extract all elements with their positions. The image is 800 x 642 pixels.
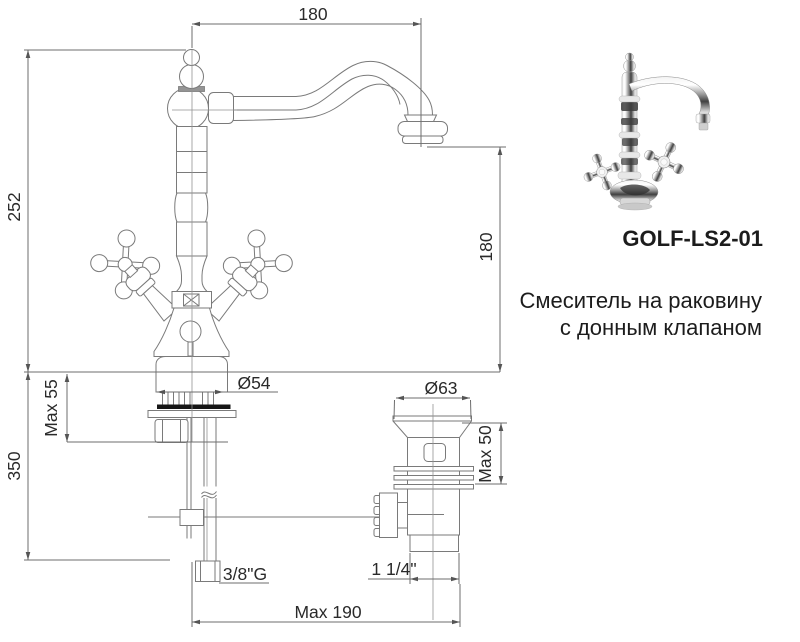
photo-column-band bbox=[622, 138, 638, 146]
product-description-line1: Смеситель на раковину bbox=[519, 288, 762, 313]
photo-spout-end-nut bbox=[695, 113, 711, 124]
dim-label-rod-reach: Max 190 bbox=[294, 602, 361, 622]
supply-connector bbox=[195, 560, 221, 582]
centerlines bbox=[172, 50, 434, 620]
drain-ring bbox=[393, 475, 474, 481]
spout-outlet-lip bbox=[402, 135, 444, 144]
dim-label-spout-outlet-height: 180 bbox=[476, 232, 496, 261]
collar-x-mark bbox=[183, 293, 200, 307]
finial-ball bbox=[179, 64, 204, 89]
hub-collar bbox=[208, 92, 234, 124]
handle-neck bbox=[244, 264, 259, 279]
pop-up-knob bbox=[179, 320, 202, 343]
hub-ball bbox=[167, 87, 209, 130]
handle-right bbox=[204, 229, 293, 322]
pop-up-knob-stem bbox=[187, 341, 194, 357]
dimension-drain-clamp: Max 50 bbox=[462, 422, 507, 485]
handle-neck bbox=[124, 264, 139, 279]
dimension-spout-outlet-height: 180 bbox=[427, 146, 506, 372]
dim-label-base-diameter: Ø54 bbox=[237, 373, 270, 393]
handle-left bbox=[90, 229, 179, 322]
column-bulge bbox=[174, 192, 209, 223]
photo-column-band bbox=[621, 102, 638, 111]
dimension-supply-thread: 3/8"G bbox=[219, 564, 269, 584]
product-description-line2: с донным клапаном bbox=[559, 315, 762, 340]
handle-ball bbox=[117, 229, 136, 248]
handle-ball bbox=[274, 254, 293, 273]
photo-column-collar bbox=[618, 95, 641, 103]
handle-ball bbox=[90, 254, 109, 273]
drain-ring bbox=[393, 466, 474, 472]
photo-finial-top bbox=[625, 52, 634, 62]
photo-handle-left bbox=[583, 153, 621, 191]
drain-overflow-slot bbox=[423, 443, 446, 462]
dim-label-supply-thread: 3/8"G bbox=[223, 564, 267, 584]
pipe-break-symbol bbox=[201, 491, 217, 495]
pipe-break-mask bbox=[200, 486, 218, 498]
finial-top-ball bbox=[183, 49, 200, 66]
photo-column-collar bbox=[617, 171, 642, 180]
dim-label-total-height: 252 bbox=[4, 192, 24, 221]
rod-clamp bbox=[179, 509, 204, 526]
drain-flange bbox=[392, 415, 472, 438]
dim-label-supply-hose-length: 350 bbox=[4, 451, 24, 480]
dimension-base-diameter: Ø54 bbox=[157, 373, 278, 395]
drain-drawing bbox=[373, 415, 474, 552]
dimension-drain-thread: 1 1/4" bbox=[368, 553, 460, 584]
dimension-rod-reach: Max 190 bbox=[191, 562, 461, 627]
handle-stem bbox=[204, 285, 241, 322]
spout-outlet-ring bbox=[397, 121, 448, 137]
dimension-total-height: 252 bbox=[4, 49, 186, 560]
photo-body-reflection bbox=[620, 184, 650, 196]
dim-label-spout-reach: 180 bbox=[298, 4, 327, 24]
dimension-deck-thickness: Max 55 bbox=[41, 374, 228, 443]
product-description: Смеситель на раковину с донным клапаном bbox=[520, 287, 762, 341]
pipe-break-symbol bbox=[201, 494, 217, 499]
threaded-shank bbox=[162, 392, 214, 405]
dim-label-drain-clamp: Max 50 bbox=[475, 425, 495, 483]
dim-label-deck-thickness: Max 55 bbox=[41, 379, 61, 436]
photo-column-collar bbox=[618, 131, 641, 139]
base-gasket bbox=[157, 404, 231, 409]
photo-finial bbox=[623, 59, 636, 73]
photo-column-band bbox=[621, 158, 638, 165]
collar-x-box bbox=[183, 293, 200, 307]
dimension-spout-reach: 180 bbox=[191, 4, 422, 147]
photo-handle-right bbox=[644, 142, 684, 182]
photo-column-band bbox=[621, 118, 638, 125]
spout-inner-contour bbox=[233, 74, 401, 111]
photo-background bbox=[572, 50, 742, 212]
handle-ball bbox=[247, 229, 266, 248]
spout-outline bbox=[232, 60, 434, 122]
dimension-drain-diameter: Ø63 bbox=[393, 378, 472, 420]
drain-tailpiece bbox=[409, 534, 459, 552]
photo-spout-outlet bbox=[698, 122, 709, 131]
mounting-nut bbox=[154, 419, 189, 443]
dim-label-drain-thread: 1 1/4" bbox=[371, 559, 416, 579]
dimension-supply-hose-length: 350 bbox=[4, 372, 170, 561]
product-photo bbox=[572, 50, 742, 212]
drain-knurled-nut bbox=[373, 492, 408, 538]
dim-label-drain-diameter: Ø63 bbox=[424, 378, 457, 398]
drain-ring bbox=[393, 484, 474, 490]
photo-column-collar bbox=[618, 151, 641, 159]
photo-base-ring bbox=[617, 202, 653, 211]
product-model: GOLF-LS2-01 bbox=[622, 226, 763, 251]
